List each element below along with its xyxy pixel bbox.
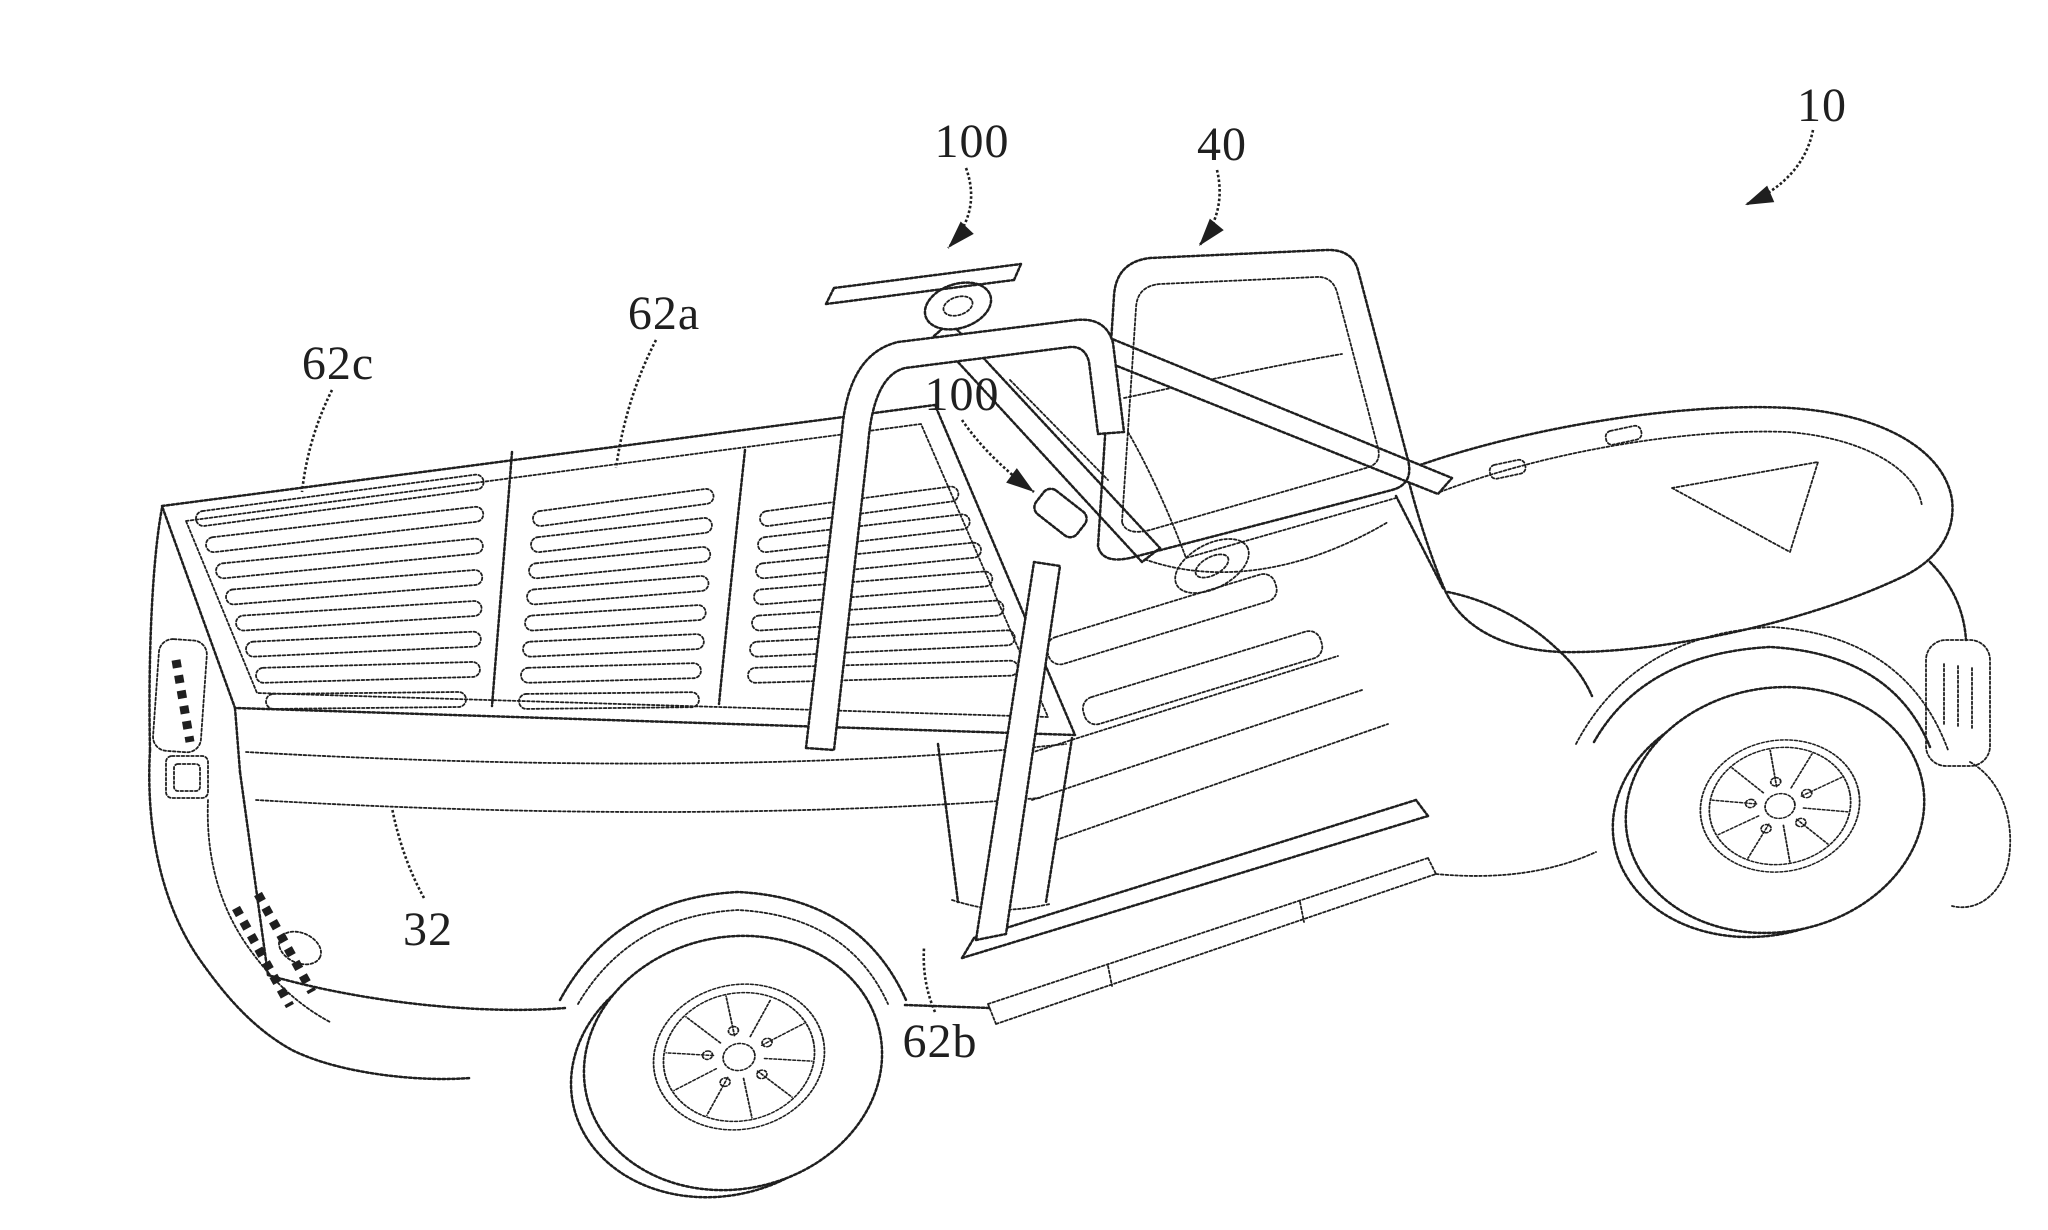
dashboard xyxy=(1135,521,1389,574)
rear-tire xyxy=(582,934,884,1192)
cowl-line xyxy=(1394,494,1446,592)
exhaust-tip xyxy=(278,930,322,966)
reference-labels: 100 40 10 62a 62c 100 32 62b xyxy=(300,79,1847,1068)
leader-line xyxy=(960,419,1035,494)
panel-62a-slats xyxy=(518,488,715,710)
leader-line xyxy=(300,389,334,493)
front-fender-arch xyxy=(1592,645,1932,749)
tail-lamp-unit xyxy=(165,755,209,799)
leader-arrowhead xyxy=(1745,185,1775,205)
cage-brace xyxy=(1090,332,1454,496)
ref-label-100-top: 100 xyxy=(935,115,1010,249)
ref-numeral: 62c xyxy=(302,337,374,390)
rear-rim xyxy=(652,983,826,1131)
ref-label-40: 40 xyxy=(1197,118,1247,247)
rear-fender-flare xyxy=(558,890,908,1002)
ref-numeral: 40 xyxy=(1197,118,1247,171)
leader-arrowhead xyxy=(1006,468,1034,492)
hood-latch xyxy=(1604,424,1643,446)
soft-top-linkage xyxy=(923,281,1454,564)
rear-bumper xyxy=(148,506,472,1081)
side-step xyxy=(987,857,1437,1025)
ref-numeral: 10 xyxy=(1797,79,1847,132)
floor-ribs xyxy=(1007,655,1389,841)
ref-numeral: 62b xyxy=(903,1015,978,1068)
roll-cage xyxy=(804,262,1126,942)
leader-line xyxy=(390,807,426,899)
leader-line xyxy=(614,339,658,469)
windshield-frame xyxy=(1096,248,1411,561)
ref-label-10: 10 xyxy=(1744,79,1847,207)
hood-vent xyxy=(1671,461,1819,553)
sport-bar-hoop xyxy=(804,318,1126,752)
leader-arrowhead xyxy=(948,221,974,248)
ref-numeral: 100 xyxy=(925,368,1000,421)
interior xyxy=(960,353,1437,1025)
seat-riser xyxy=(1081,630,1324,726)
far-front-wheel xyxy=(1951,761,2012,909)
front-tire xyxy=(1624,685,1926,935)
top-link-arm xyxy=(932,320,1162,564)
front-bumper-end xyxy=(1925,639,1991,767)
ref-numeral: 62a xyxy=(628,287,700,340)
rear-wheel xyxy=(569,934,884,1199)
ref-label-100-mid: 100 xyxy=(925,368,1035,494)
bumper-tread xyxy=(171,659,195,743)
corner-step-tread xyxy=(232,905,294,1009)
hood-latch xyxy=(1488,458,1527,480)
panel-front-slats xyxy=(747,485,1019,684)
b-pillar-bar xyxy=(974,560,1062,942)
ref-label-62a: 62a xyxy=(614,287,700,469)
bed-side-panel xyxy=(238,736,1074,1012)
hood-front xyxy=(1394,405,2012,909)
taillight xyxy=(152,638,208,754)
door-sill xyxy=(960,798,1430,960)
stowed-bow xyxy=(824,262,1023,306)
seat-riser xyxy=(1045,573,1278,666)
panel-62c-slats xyxy=(195,473,485,710)
ref-numeral: 32 xyxy=(403,903,453,956)
far-body-line xyxy=(1123,353,1343,399)
ref-label-62c: 62c xyxy=(300,337,374,493)
leader-line xyxy=(922,947,937,1013)
leader-arrowhead xyxy=(1199,218,1224,246)
link-pivot xyxy=(923,281,993,331)
ref-label-32: 32 xyxy=(390,807,453,956)
link-bracket xyxy=(1033,487,1088,539)
bed-cover xyxy=(160,403,1077,737)
steering-wheel xyxy=(1174,538,1250,594)
leader-line xyxy=(1744,129,1815,207)
front-wheel xyxy=(1611,685,1926,939)
ref-numeral: 100 xyxy=(935,115,1010,168)
ref-label-62b: 62b xyxy=(903,947,978,1068)
hood-outline xyxy=(1404,405,1954,654)
